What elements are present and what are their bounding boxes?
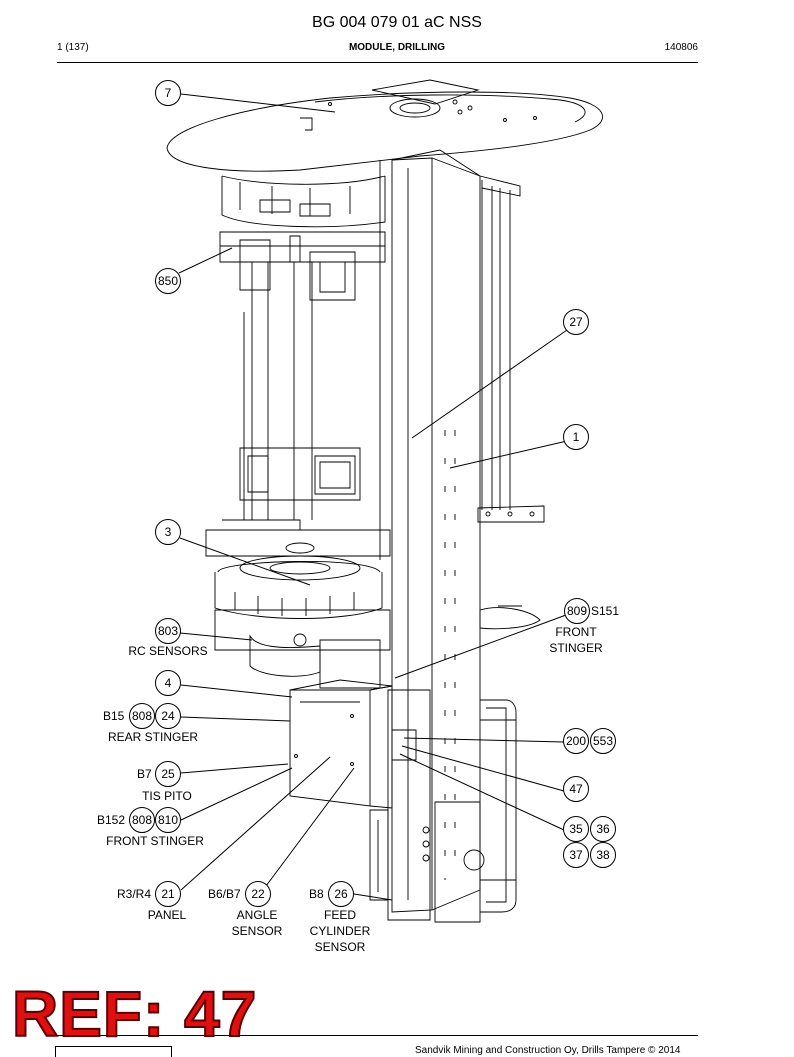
svg-text:47: 47 <box>569 782 583 796</box>
callout-1: 1 <box>563 424 589 450</box>
callout-22: 22 <box>245 881 271 907</box>
label-r3r4: R3/R4 <box>117 887 151 901</box>
callout-47: 47 <box>563 776 589 802</box>
label-front-stinger-line2: STINGER <box>549 641 603 655</box>
callout-850: 850 <box>155 268 181 294</box>
feed-beam <box>379 149 481 913</box>
svg-text:25: 25 <box>161 767 175 781</box>
label-s151: S151 <box>591 604 619 618</box>
svg-text:809: 809 <box>567 604 587 618</box>
callout-35: 35 <box>563 816 589 842</box>
leader-lines <box>178 93 568 901</box>
svg-text:36: 36 <box>596 822 610 836</box>
svg-text:22: 22 <box>251 887 265 901</box>
carousel-upper-drum <box>221 175 386 228</box>
mid-clamp <box>239 447 361 501</box>
svg-text:850: 850 <box>158 274 178 288</box>
carousel-lower-ring <box>205 519 391 619</box>
svg-text:38: 38 <box>596 848 610 862</box>
svg-text:35: 35 <box>569 822 583 836</box>
callout-36: 36 <box>590 816 616 842</box>
label-feed-line1: FEED <box>324 908 356 922</box>
callout-810: 810 <box>155 807 181 833</box>
label-b6b7: B6/B7 <box>208 887 241 901</box>
svg-text:803: 803 <box>158 624 178 638</box>
control-panel-box <box>289 679 393 809</box>
callout-37: 37 <box>563 842 589 868</box>
label-b15: B15 <box>103 709 125 723</box>
callout-3: 3 <box>155 519 181 545</box>
module-title: MODULE, DRILLING <box>348 42 446 53</box>
label-rear-stinger: REAR STINGER <box>108 730 198 744</box>
svg-text:553: 553 <box>593 734 613 748</box>
label-tis-pito: TIS PITO <box>142 789 192 803</box>
handrail-frame <box>480 699 517 913</box>
rod-guide-bracket <box>479 605 541 630</box>
side-cylinders <box>477 175 545 523</box>
label-b152: B152 <box>97 813 125 827</box>
callout-808-rear: 808 <box>129 703 155 729</box>
svg-text:808: 808 <box>132 813 152 827</box>
label-rc-sensors: RC SENSORS <box>128 644 207 658</box>
header-rule <box>57 62 698 63</box>
label-b8: B8 <box>309 887 324 901</box>
label-feed-line2: CYLINDER <box>310 924 371 938</box>
svg-text:26: 26 <box>334 887 348 901</box>
svg-text:1: 1 <box>573 430 580 444</box>
callout-21: 21 <box>155 881 181 907</box>
footer-copyright: Sandvik Mining and Construction Oy, Dril… <box>415 1045 681 1056</box>
brand-logo <box>55 1046 172 1057</box>
svg-text:810: 810 <box>158 813 178 827</box>
label-feed-line3: SENSOR <box>315 940 366 954</box>
callout-26: 26 <box>328 881 354 907</box>
label-front-stinger-line1: FRONT <box>555 625 597 639</box>
callout-38: 38 <box>590 842 616 868</box>
callout-803: 803 <box>155 618 181 644</box>
svg-text:24: 24 <box>161 709 175 723</box>
svg-text:4: 4 <box>165 676 172 690</box>
callout-200: 200 <box>563 728 589 754</box>
callout-24: 24 <box>155 703 181 729</box>
svg-text:3: 3 <box>165 525 172 539</box>
lower-cradle <box>369 689 485 923</box>
callout-7: 7 <box>155 80 181 106</box>
document-date: 140806 <box>664 42 698 53</box>
callout-809: 809 <box>564 598 590 624</box>
svg-text:21: 21 <box>161 887 175 901</box>
svg-text:37: 37 <box>569 848 583 862</box>
upper-clamp-ring <box>219 231 386 301</box>
rc-sensor-bracket <box>214 609 391 689</box>
svg-text:200: 200 <box>566 734 586 748</box>
svg-text:27: 27 <box>569 315 583 329</box>
svg-text:808: 808 <box>132 709 152 723</box>
svg-text:7: 7 <box>165 86 172 100</box>
callout-808-front: 808 <box>129 807 155 833</box>
label-b7: B7 <box>137 767 152 781</box>
document-number: BG 004 079 01 aC NSS <box>312 14 482 31</box>
callout-4: 4 <box>155 670 181 696</box>
reference-stamp: REF: 47 <box>11 978 258 1050</box>
label-panel: PANEL <box>148 908 187 922</box>
label-front-stinger-b: FRONT STINGER <box>106 834 204 848</box>
top-plate <box>166 79 603 172</box>
carousel-rods <box>243 262 313 520</box>
callout-25: 25 <box>155 761 181 787</box>
callout-553: 553 <box>590 728 616 754</box>
callout-27: 27 <box>563 309 589 335</box>
label-angle-line1: ANGLE <box>237 908 278 922</box>
sheet-index: 1 (137) <box>57 42 89 53</box>
label-angle-line2: SENSOR <box>232 924 283 938</box>
footer-rule <box>57 1035 698 1036</box>
